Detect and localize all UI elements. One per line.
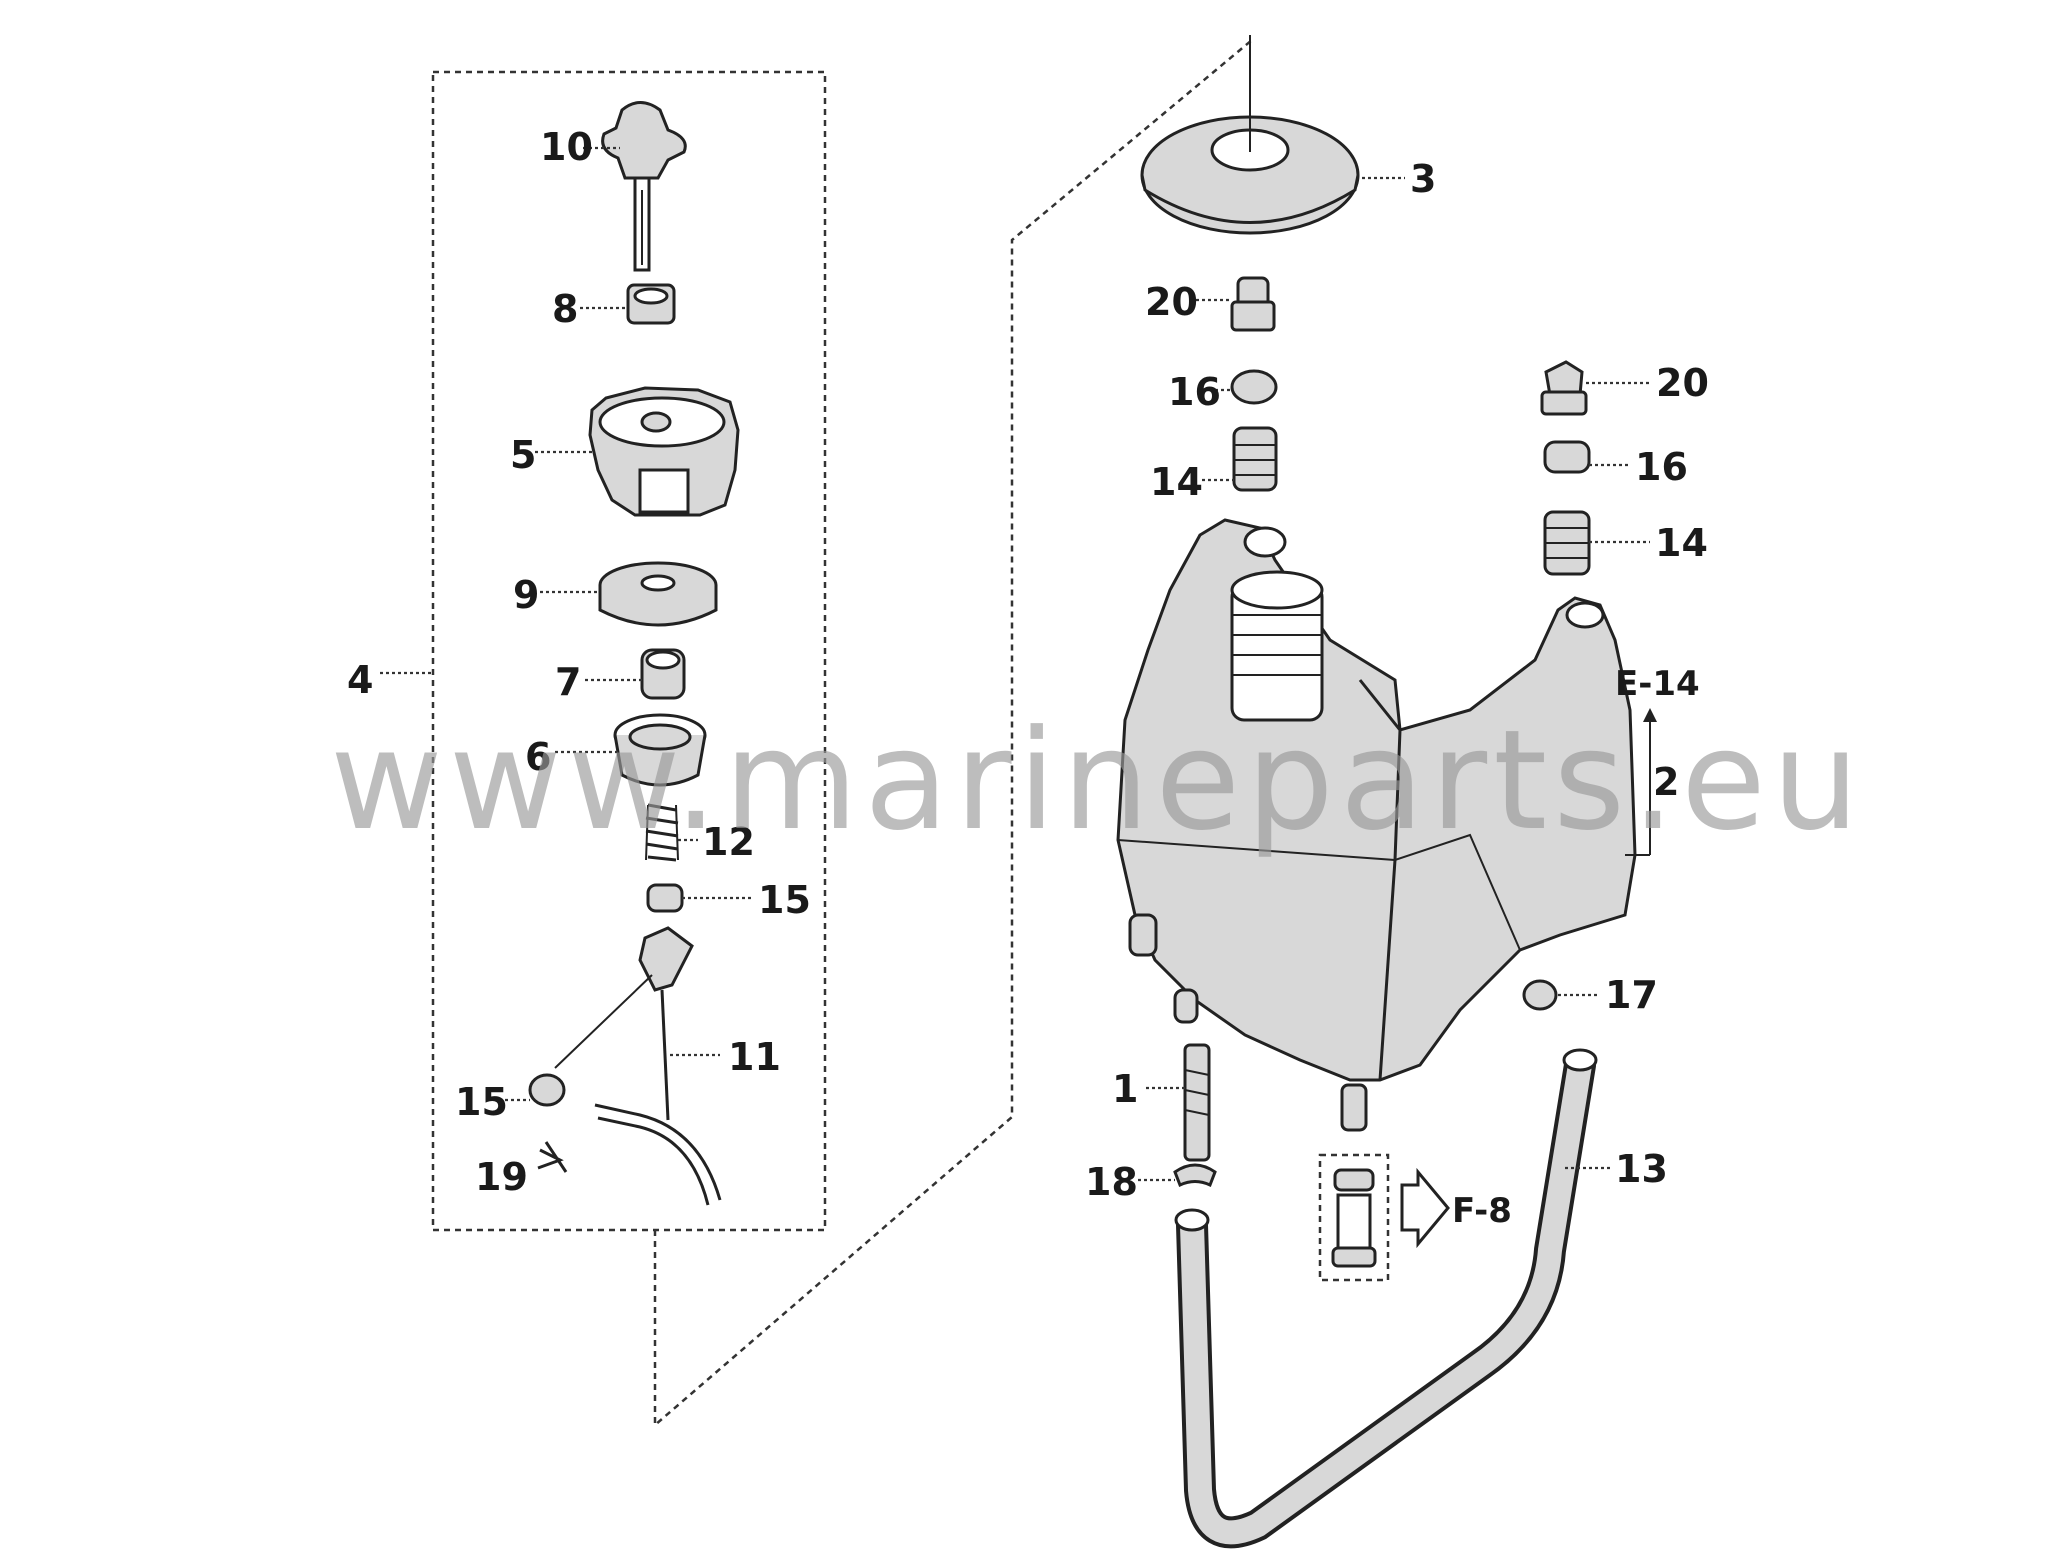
e14-reference-arrow: [1625, 708, 1657, 856]
part-19-clip: [537, 1141, 568, 1173]
part-8-nut: [626, 283, 676, 325]
label-part-4: 4: [347, 658, 373, 702]
label-part-5: 5: [510, 433, 536, 477]
label-part-20-right: 20: [1656, 361, 1709, 405]
label-part-6: 6: [525, 735, 551, 779]
label-part-15-upper: 15: [758, 878, 811, 922]
label-part-9: 9: [513, 573, 539, 617]
part-20-bolt-right: [1540, 360, 1588, 416]
part-10-knob: [601, 101, 687, 272]
part-12-spring: [645, 803, 679, 862]
part-18-clip: [1173, 1163, 1217, 1188]
label-part-14-upper: 14: [1150, 460, 1203, 504]
part-17-clip: [1522, 979, 1558, 1011]
part-20-bolt-upper: [1230, 276, 1276, 332]
reference-f8: F-8: [1452, 1191, 1512, 1231]
label-part-15-lower: 15: [455, 1080, 508, 1124]
part-11-float-gauge: [554, 926, 722, 1206]
part-5-filler-cap: [588, 386, 740, 517]
part-15-washer-lower: [528, 1073, 566, 1107]
label-part-12: 12: [702, 820, 755, 864]
reference-e14: E-14: [1615, 664, 1700, 704]
label-part-7: 7: [555, 660, 581, 704]
label-part-3: 3: [1410, 157, 1436, 201]
label-part-1: 1: [1112, 1067, 1138, 1111]
label-part-14-right: 14: [1655, 521, 1708, 565]
label-part-19: 19: [475, 1155, 528, 1199]
part-13-hose: [1174, 1048, 1598, 1549]
label-part-13: 13: [1615, 1147, 1668, 1191]
part-14-bushing-upper: [1232, 426, 1278, 492]
part-9-gasket: [598, 561, 718, 627]
label-part-8: 8: [552, 287, 578, 331]
part-14-bushing-right: [1543, 510, 1591, 576]
leader-lines: [505, 146, 1652, 1182]
part-3-rubber-mount: [1140, 35, 1360, 235]
part-2-fuel-tank: [1116, 518, 1637, 1132]
part-15-washer-upper: [646, 883, 684, 913]
label-part-17: 17: [1605, 973, 1658, 1017]
assembly-frame: [380, 39, 1253, 1428]
label-part-18: 18: [1085, 1160, 1138, 1204]
label-part-2: 2: [1653, 760, 1679, 804]
part-labels: 10 8 5 9 4 7 6 12 15 11 15 19 3 20 16 14…: [347, 125, 1709, 1204]
label-part-10: 10: [540, 125, 593, 169]
label-part-11: 11: [728, 1035, 781, 1079]
part-6-collar: [613, 713, 707, 787]
part-16-washer-right: [1543, 440, 1591, 474]
part-16-washer-upper: [1230, 369, 1278, 405]
part-1-bolt: [1183, 1043, 1211, 1162]
label-part-16-upper: 16: [1168, 370, 1221, 414]
fuel-fitting-reference-box: [1318, 1153, 1450, 1282]
label-part-16-right: 16: [1635, 445, 1688, 489]
label-part-20-upper: 20: [1145, 280, 1198, 324]
part-7-seal: [640, 648, 686, 700]
watermark-text: www.marineparts.eu: [330, 700, 1865, 861]
